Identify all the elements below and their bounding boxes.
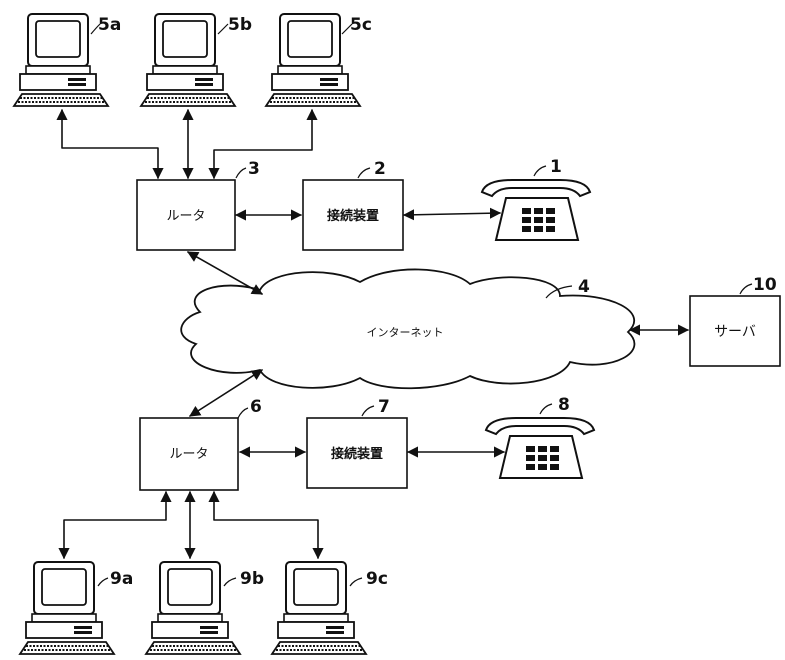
pc-5c (265, 13, 361, 107)
server-label: サーバ (714, 324, 756, 340)
label-6: 6 (250, 397, 262, 417)
link-router-9c (208, 490, 324, 560)
link-router-top-internet (187, 251, 263, 295)
pc-9b (145, 561, 241, 655)
pc-9a (19, 561, 115, 655)
phone-8 (485, 417, 595, 479)
label-1: 1 (550, 157, 562, 177)
label-9a: 9a (110, 569, 133, 589)
label-9c: 9c (366, 569, 388, 589)
router-bottom (139, 417, 239, 491)
label-5b: 5b (228, 15, 252, 35)
label-2: 2 (374, 159, 386, 179)
pc-5a (13, 13, 109, 107)
label-4: 4 (578, 277, 590, 297)
label-9b: 9b (240, 569, 264, 589)
label-10: 10 (753, 275, 777, 295)
router-top-label: ルータ (166, 209, 205, 224)
internet-label: インターネット (367, 326, 444, 339)
link-router-9a (58, 490, 172, 560)
label-5c: 5c (350, 15, 372, 35)
connector-top-label: 接続装置 (327, 208, 379, 224)
link-internet-router-bottom (189, 369, 263, 417)
pc-5b (140, 13, 236, 107)
link-5c-router (208, 108, 318, 180)
label-5a: 5a (98, 15, 121, 35)
phone-1 (481, 179, 591, 241)
link-connector-phone-top (402, 207, 502, 221)
label-7: 7 (378, 397, 390, 417)
label-8: 8 (558, 395, 570, 415)
connector-bottom-label: 接続装置 (331, 446, 383, 462)
pc-9c (271, 561, 367, 655)
connector-top (302, 179, 404, 251)
label-3: 3 (248, 159, 260, 179)
server-box (689, 295, 781, 367)
router-top (136, 179, 236, 251)
router-bottom-label: ルータ (169, 447, 208, 462)
link-5a-router (56, 108, 164, 180)
connector-bottom (306, 417, 408, 489)
